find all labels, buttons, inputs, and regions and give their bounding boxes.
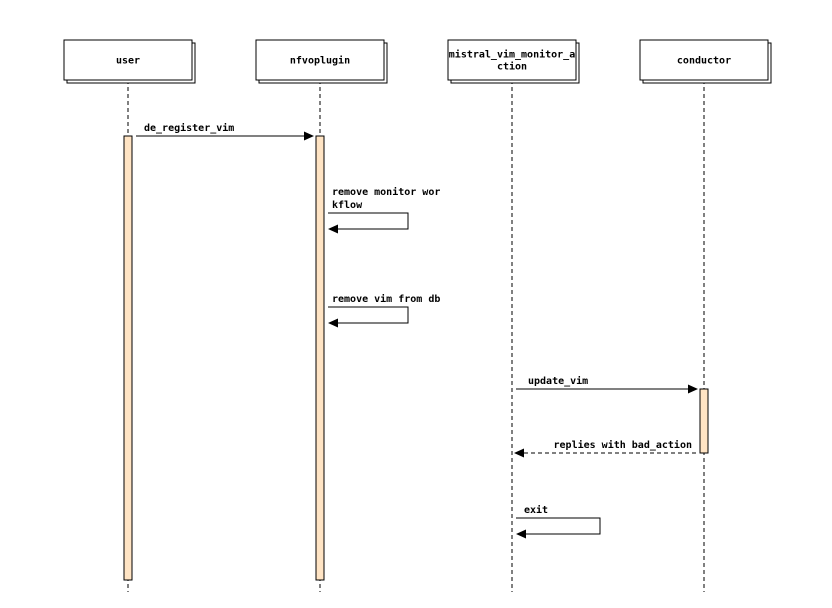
message-label: remove vim from db <box>332 293 440 305</box>
participant-label: ction <box>497 61 527 73</box>
participant-conductor[interactable]: conductor <box>639 39 772 84</box>
participant-label: conductor <box>677 56 731 67</box>
arrow-head <box>328 224 338 234</box>
self-message-path <box>516 517 601 535</box>
participant-label: nfvoplugin <box>290 55 350 67</box>
message-update-vim[interactable]: update_vim <box>516 375 698 394</box>
participant-box <box>447 39 577 81</box>
message-label: de_register_vim <box>144 122 234 134</box>
arrow-head <box>688 384 698 394</box>
message-label: kflow <box>332 200 363 211</box>
arrow-head <box>514 448 524 458</box>
message-remove-monitor-workflow[interactable]: remove monitor wor kflow <box>328 186 440 234</box>
participant-label: mistral_vim_monitor_a <box>449 49 575 61</box>
participant-mistral[interactable]: mistral_vim_monitor_action <box>447 39 580 84</box>
message-label: remove monitor wor <box>332 186 440 198</box>
activation-bar-nfvoplugin <box>315 135 325 581</box>
participant-box <box>255 39 385 81</box>
message-label: replies with bad_action <box>554 439 692 451</box>
message-label: update_vim <box>528 375 588 387</box>
arrow-head <box>328 318 338 328</box>
participant-box <box>63 39 193 81</box>
self-message-path <box>328 212 409 230</box>
arrow-head <box>304 131 314 141</box>
participant-user[interactable]: user <box>63 39 196 84</box>
arrow-head <box>516 529 526 539</box>
participant-label: user <box>116 56 140 67</box>
participant-nfvoplugin[interactable]: nfvoplugin <box>255 39 388 84</box>
participant-box <box>639 39 769 81</box>
message-exit[interactable]: exit <box>516 504 601 539</box>
activation-bar-conductor <box>699 388 709 454</box>
self-message-path <box>328 306 409 324</box>
message-remove-vim-from-db[interactable]: remove vim from db <box>328 293 440 328</box>
message-de-register-vim[interactable]: de_register_vim <box>136 122 314 141</box>
message-label: exit <box>524 504 548 516</box>
activation-bar-user <box>123 135 133 581</box>
message-replies-bad-action[interactable]: replies with bad_action <box>514 439 696 458</box>
